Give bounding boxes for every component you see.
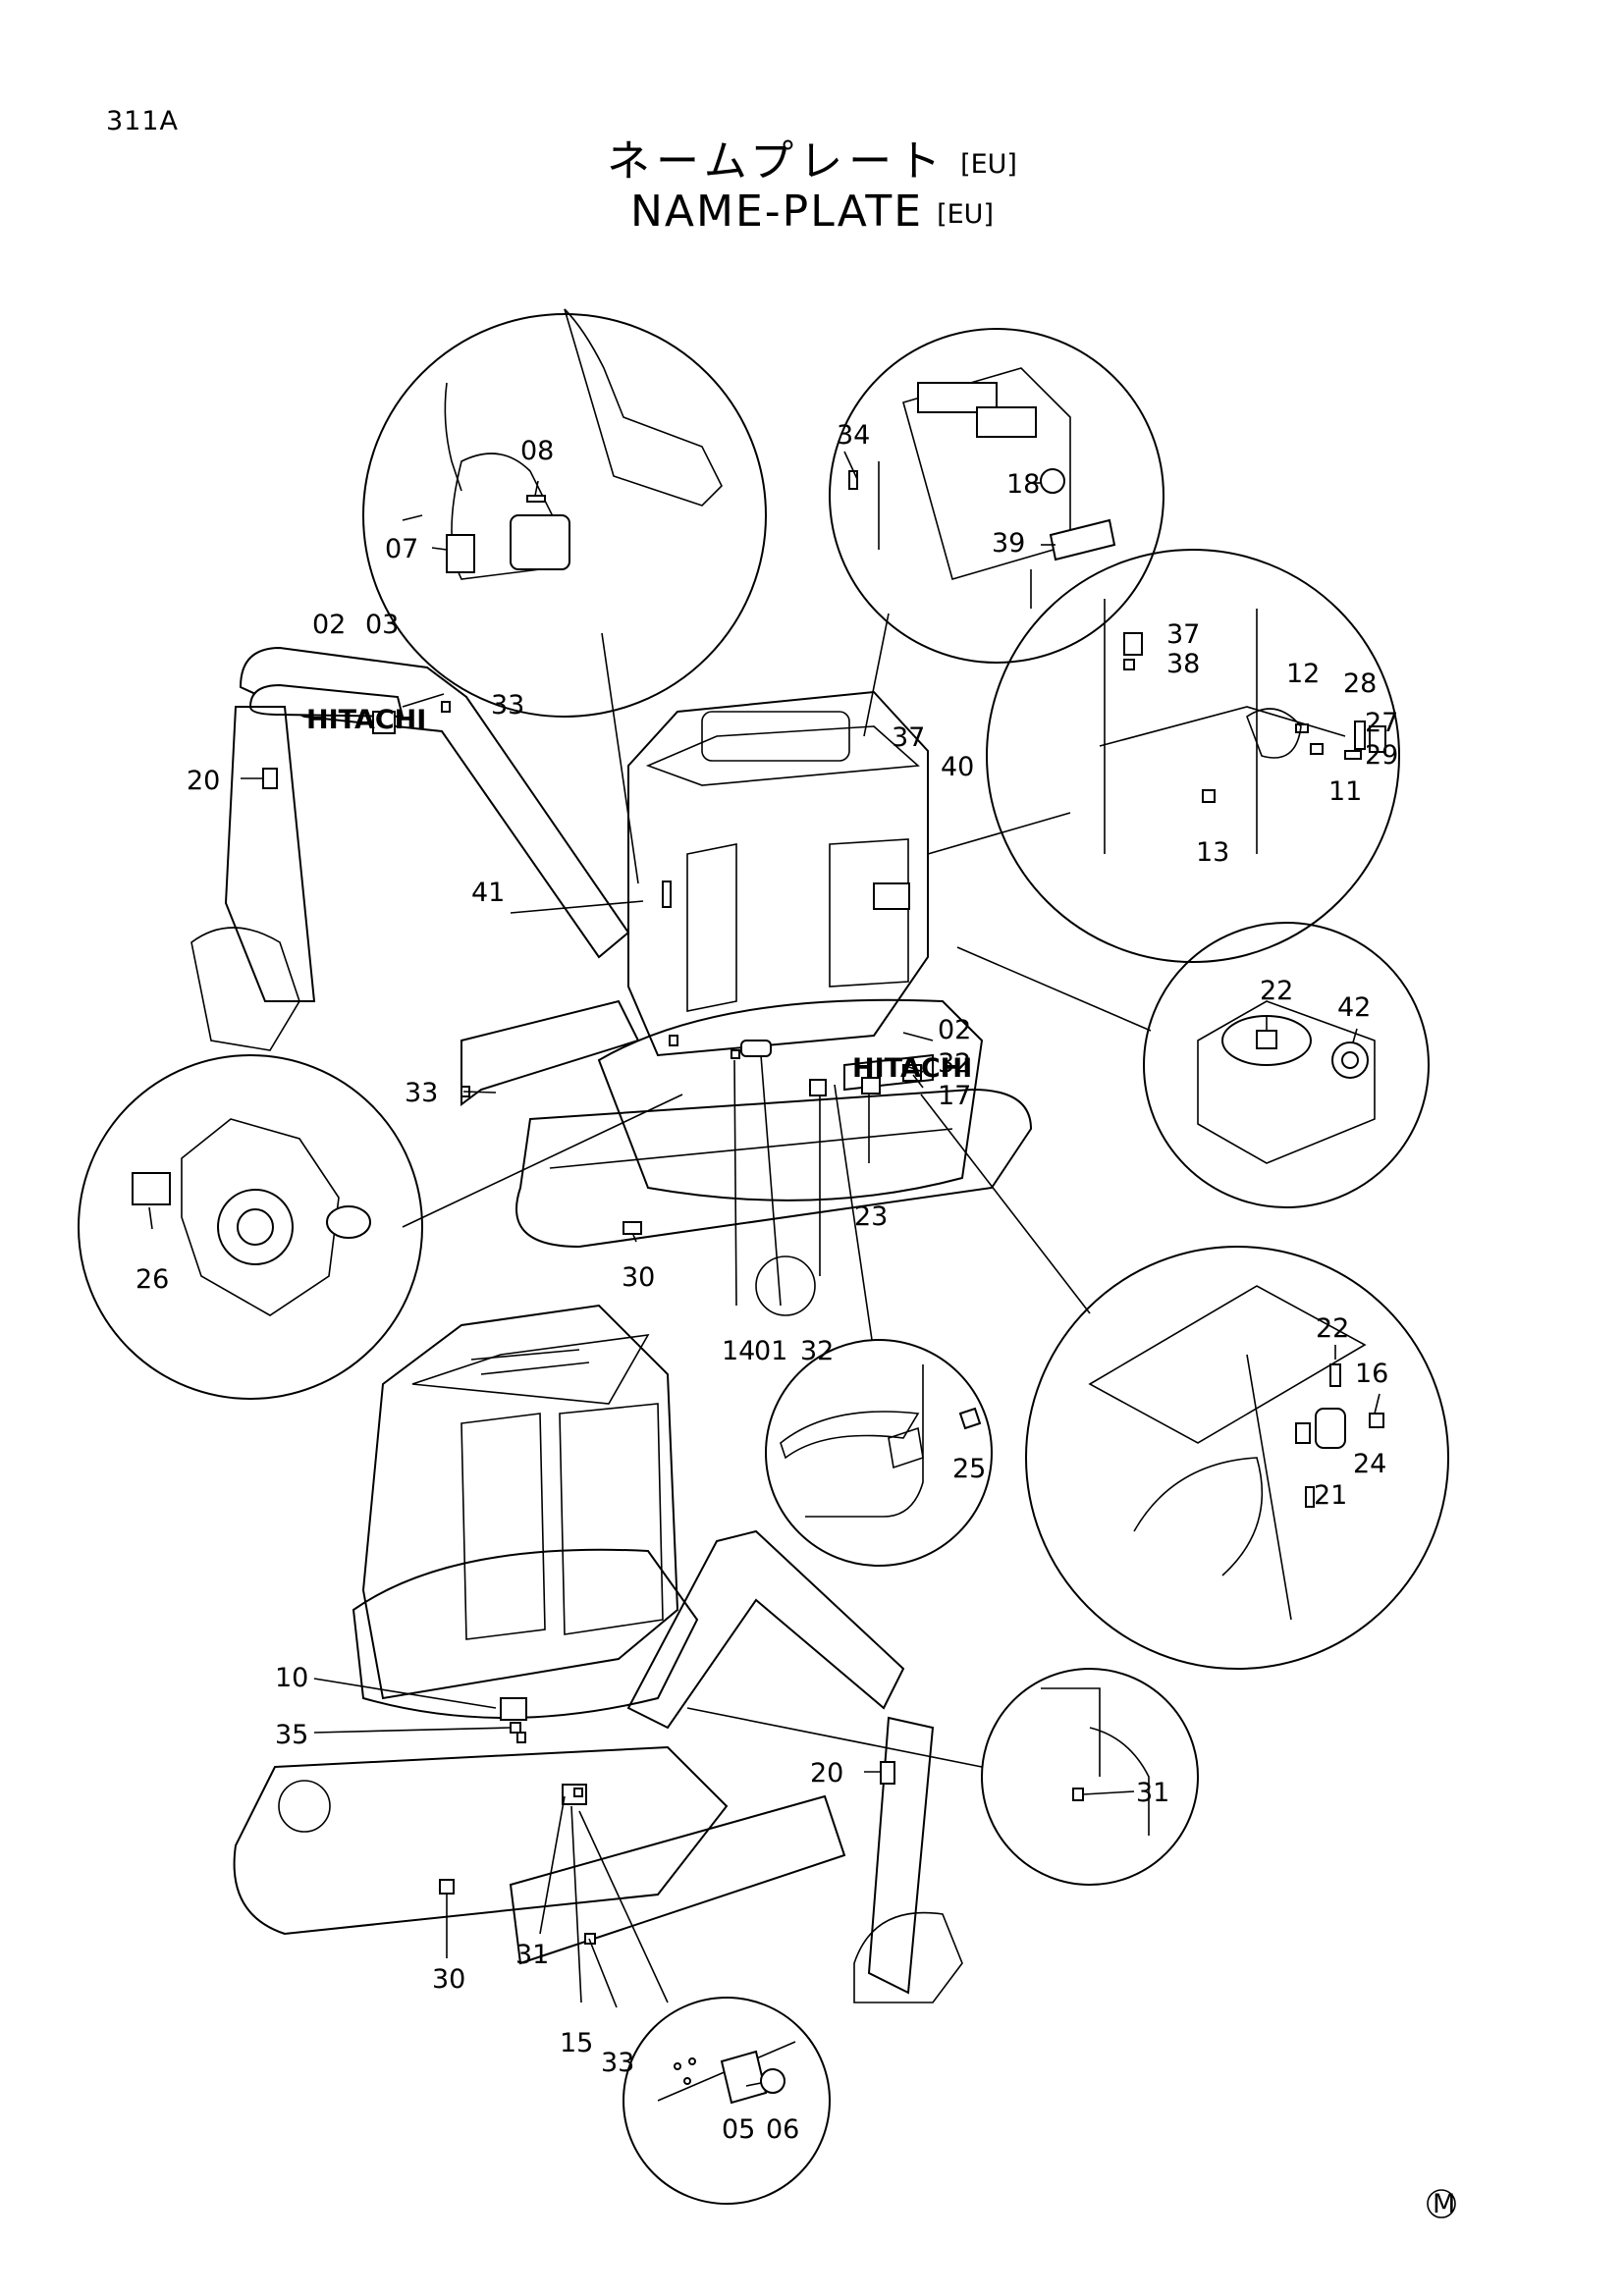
callout-33-blade: 33 bbox=[405, 1078, 438, 1108]
detail-boom-plate bbox=[981, 1668, 1199, 1886]
title-japanese: ネームプレート [EU] bbox=[0, 126, 1624, 188]
detail-handle bbox=[765, 1339, 993, 1567]
callout-34: 34 bbox=[837, 420, 870, 451]
detail-joystick bbox=[362, 308, 767, 718]
callout-10: 10 bbox=[275, 1663, 308, 1693]
callout-27: 27 bbox=[1365, 708, 1398, 738]
callout-20-lower: 20 bbox=[810, 1758, 843, 1789]
detail-swing-motor bbox=[78, 1054, 423, 1400]
detail-cab-interior bbox=[986, 549, 1400, 963]
callout-37-cab: 37 bbox=[892, 722, 925, 753]
callout-12: 12 bbox=[1286, 659, 1320, 689]
callout-07: 07 bbox=[385, 534, 418, 564]
callout-18: 18 bbox=[1006, 469, 1040, 500]
callout-39: 39 bbox=[992, 528, 1025, 559]
callout-29: 29 bbox=[1365, 740, 1398, 771]
callout-17: 17 bbox=[938, 1081, 971, 1111]
callout-22-pump: 22 bbox=[1316, 1313, 1349, 1344]
title-english-text: NAME-PLATE bbox=[630, 187, 924, 237]
callout-11: 11 bbox=[1328, 776, 1362, 807]
callout-31-detail: 31 bbox=[1136, 1778, 1169, 1808]
callout-26: 26 bbox=[135, 1264, 169, 1295]
detail-monitor-panel bbox=[829, 328, 1164, 664]
callout-37-detail: 37 bbox=[1166, 619, 1200, 650]
excavator-upper-view bbox=[190, 646, 1033, 1316]
callout-13: 13 bbox=[1196, 837, 1229, 868]
callout-33-boom: 33 bbox=[491, 690, 524, 721]
excavator-lower-view bbox=[233, 1304, 963, 2003]
callout-01: 01 bbox=[754, 1336, 787, 1366]
callout-33-lower: 33 bbox=[601, 2048, 634, 2078]
callout-02-boom: 02 bbox=[312, 610, 346, 640]
title-japanese-text: ネームプレート bbox=[607, 136, 947, 187]
page-code: 311A bbox=[106, 106, 180, 136]
callout-25: 25 bbox=[952, 1454, 986, 1484]
callout-31-lower: 31 bbox=[515, 1940, 549, 1970]
callout-32-body: 32 bbox=[938, 1048, 971, 1079]
region-tag-en: [EU] bbox=[937, 198, 994, 230]
detail-tank bbox=[1143, 922, 1430, 1208]
callout-40: 40 bbox=[941, 752, 974, 782]
detail-pump bbox=[1025, 1246, 1449, 1670]
body-brand-plate: HITACHI bbox=[852, 1053, 972, 1084]
callout-20-upper: 20 bbox=[187, 766, 220, 796]
callout-08: 08 bbox=[520, 436, 554, 466]
boom-brand-plate: HITACHI bbox=[306, 705, 426, 735]
callout-23: 23 bbox=[854, 1201, 888, 1232]
callout-22-tank: 22 bbox=[1260, 976, 1293, 1006]
callout-03: 03 bbox=[365, 610, 399, 640]
footer-mark: M bbox=[1427, 2189, 1456, 2219]
callout-38: 38 bbox=[1166, 649, 1200, 679]
callout-30-upper: 30 bbox=[622, 1262, 655, 1293]
callout-06: 06 bbox=[766, 2114, 799, 2145]
callout-32-track: 32 bbox=[800, 1336, 834, 1366]
callout-24: 24 bbox=[1353, 1449, 1386, 1479]
callout-16: 16 bbox=[1355, 1359, 1388, 1389]
callout-02-body: 02 bbox=[938, 1015, 971, 1045]
callout-15: 15 bbox=[560, 2028, 593, 2058]
footer-mark-letter: M bbox=[1433, 2189, 1455, 2219]
callout-28: 28 bbox=[1343, 668, 1377, 699]
callout-21: 21 bbox=[1314, 1480, 1347, 1511]
callout-41: 41 bbox=[471, 878, 505, 908]
leader-lines bbox=[241, 613, 1152, 2008]
callout-35: 35 bbox=[275, 1720, 308, 1750]
callout-labels: 01 02 02 03 05 06 07 08 10 11 12 13 14 1… bbox=[135, 420, 1398, 2145]
region-tag-jp: [EU] bbox=[960, 148, 1017, 180]
callout-30-lower: 30 bbox=[432, 1964, 465, 1995]
callout-05: 05 bbox=[722, 2114, 755, 2145]
detail-plate-bolt bbox=[623, 1997, 831, 2205]
title-english: NAME-PLATE [EU] bbox=[0, 187, 1624, 237]
callout-42: 42 bbox=[1337, 992, 1371, 1023]
callout-14: 14 bbox=[722, 1336, 755, 1366]
